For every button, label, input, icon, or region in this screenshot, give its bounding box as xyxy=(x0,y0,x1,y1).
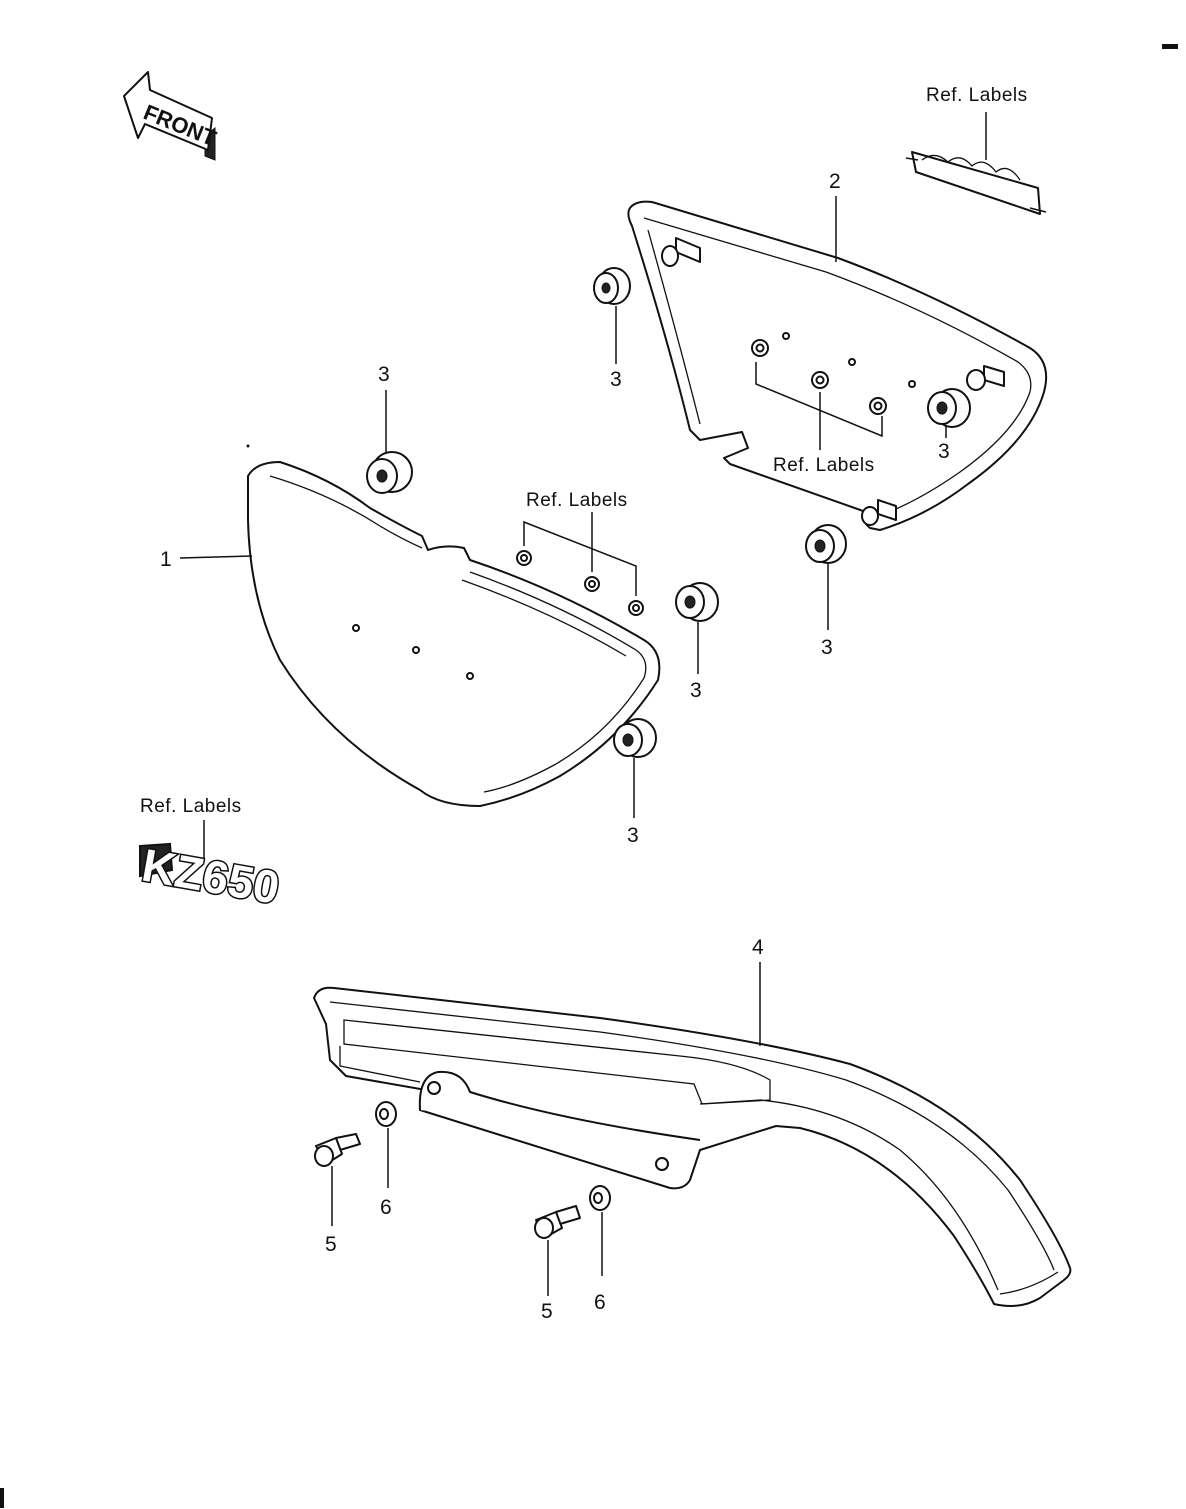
bolt-2 xyxy=(534,1205,581,1239)
chain-cover xyxy=(313,986,1072,1307)
side-cover-right xyxy=(627,200,1048,531)
callout-3-d: 3 xyxy=(821,636,833,659)
ref-label-left-middle: Ref. Labels xyxy=(526,490,628,511)
callout-6-a: 6 xyxy=(380,1196,392,1219)
leader-part-1 xyxy=(179,555,253,559)
mounting-pin-upper xyxy=(661,237,701,267)
callout-3-e: 3 xyxy=(690,679,702,702)
callout-3-b: 3 xyxy=(610,368,622,391)
callout-6-b: 6 xyxy=(594,1291,606,1314)
grommet-1 xyxy=(366,451,413,494)
ref-label-right-top: Ref. Labels xyxy=(926,85,1028,106)
leader-ref-middle-right xyxy=(755,362,883,438)
ref-label-strip-top xyxy=(905,151,1047,215)
bolt-1 xyxy=(314,1133,361,1167)
kz650-emblem-text: KZ650 xyxy=(138,839,283,914)
callout-2: 2 xyxy=(829,170,841,193)
grommet-5 xyxy=(675,582,719,622)
kz650-emblem: KZ650 xyxy=(137,837,285,915)
front-arrow-icon: FRONT xyxy=(123,71,220,161)
corner-mark-bottom-left xyxy=(0,1488,4,1508)
callout-1: 1 xyxy=(160,548,172,571)
washer-1 xyxy=(375,1101,397,1127)
grommet-4 xyxy=(805,524,847,564)
callout-4: 4 xyxy=(752,936,764,959)
callout-3-c: 3 xyxy=(938,440,950,463)
corner-mark-top-right xyxy=(1162,44,1178,49)
washer-2 xyxy=(589,1185,611,1211)
callout-5-b: 5 xyxy=(541,1300,553,1323)
grommet-2 xyxy=(593,267,631,305)
callout-3-a: 3 xyxy=(378,363,390,386)
ref-label-right-middle: Ref. Labels xyxy=(773,455,875,476)
mounting-pin-right xyxy=(966,365,1005,391)
callout-3-f: 3 xyxy=(627,824,639,847)
leader-ref-middle-left xyxy=(523,520,637,596)
callout-5-a: 5 xyxy=(325,1233,337,1256)
grommet-6 xyxy=(613,718,657,758)
ref-label-emblem: Ref. Labels xyxy=(140,796,242,817)
mounting-pin-lower xyxy=(861,499,897,526)
side-cover-left xyxy=(247,461,661,807)
grommet-3 xyxy=(927,388,971,428)
